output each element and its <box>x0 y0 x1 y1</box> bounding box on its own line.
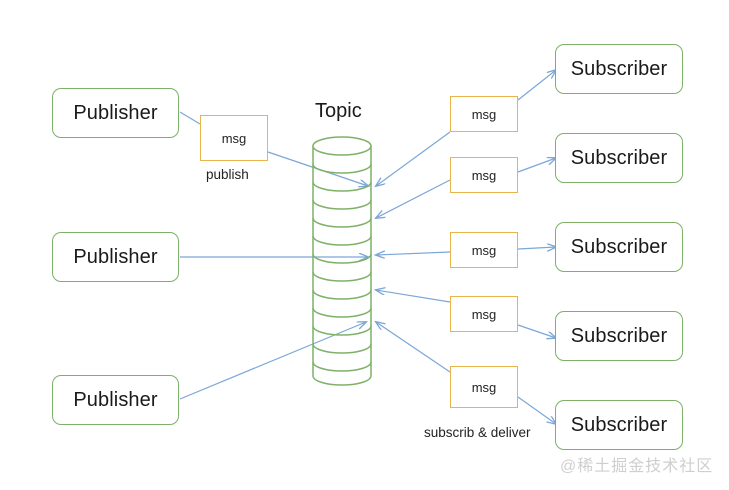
message-label: msg <box>471 106 497 122</box>
subscriber-node-4[interactable]: Subscriber <box>555 311 683 361</box>
deliver-arrows-topic-to-msg <box>376 131 451 373</box>
deliver-message-box-4[interactable]: msg <box>450 296 518 332</box>
topic-cylinder-icon <box>312 136 372 386</box>
deliver-arrows-msg-to-subscriber <box>517 70 556 424</box>
subscriber-label: Subscriber <box>570 57 668 80</box>
deliver-message-box-5[interactable]: msg <box>450 366 518 408</box>
subscriber-label: Subscriber <box>570 413 668 436</box>
subscriber-node-1[interactable]: Subscriber <box>555 44 683 94</box>
arrow-msg5-to-subscriber5 <box>517 396 556 424</box>
subscriber-label: Subscriber <box>570 146 668 169</box>
subscriber-label: Subscriber <box>570 324 668 347</box>
publisher-label: Publisher <box>73 388 158 411</box>
deliver-message-box-2[interactable]: msg <box>450 157 518 193</box>
publisher-node-3[interactable]: Publisher <box>52 375 179 425</box>
publisher-label: Publisher <box>73 101 158 124</box>
publish-message-box-1[interactable]: msg <box>200 115 268 161</box>
subscribe-deliver-caption: subscrib & deliver <box>424 425 531 440</box>
message-label: msg <box>471 379 497 395</box>
arrow-publisher1-to-msg <box>179 111 201 125</box>
subscriber-node-5[interactable]: Subscriber <box>555 400 683 450</box>
message-label: msg <box>221 130 247 146</box>
subscriber-node-2[interactable]: Subscriber <box>555 133 683 183</box>
arrow-msg1-to-subscriber1 <box>517 70 556 101</box>
deliver-message-box-3[interactable]: msg <box>450 232 518 268</box>
publisher-node-1[interactable]: Publisher <box>52 88 179 138</box>
arrow-topic-to-msg-3 <box>376 252 451 255</box>
arrow-topic-to-msg-1 <box>376 131 451 186</box>
message-label: msg <box>471 167 497 183</box>
arrow-topic-to-msg-2 <box>376 179 451 218</box>
subscriber-label: Subscriber <box>570 235 668 258</box>
message-label: msg <box>471 306 497 322</box>
publish-caption: publish <box>206 167 249 182</box>
message-label: msg <box>471 242 497 258</box>
arrow-publisher3-to-topic <box>179 322 366 400</box>
deliver-message-box-1[interactable]: msg <box>450 96 518 132</box>
arrow-topic-to-msg-5 <box>376 322 451 373</box>
topic-label: Topic <box>315 100 362 122</box>
arrow-msg3-to-subscriber3 <box>517 247 556 249</box>
arrow-topic-to-msg-4 <box>376 290 451 303</box>
arrow-msg4-to-subscriber4 <box>517 324 556 338</box>
arrow-msg2-to-subscriber2 <box>517 158 556 173</box>
publisher-label: Publisher <box>73 245 158 268</box>
publisher-node-2[interactable]: Publisher <box>52 232 179 282</box>
watermark: @稀土掘金技术社区 <box>560 458 714 475</box>
subscriber-node-3[interactable]: Subscriber <box>555 222 683 272</box>
